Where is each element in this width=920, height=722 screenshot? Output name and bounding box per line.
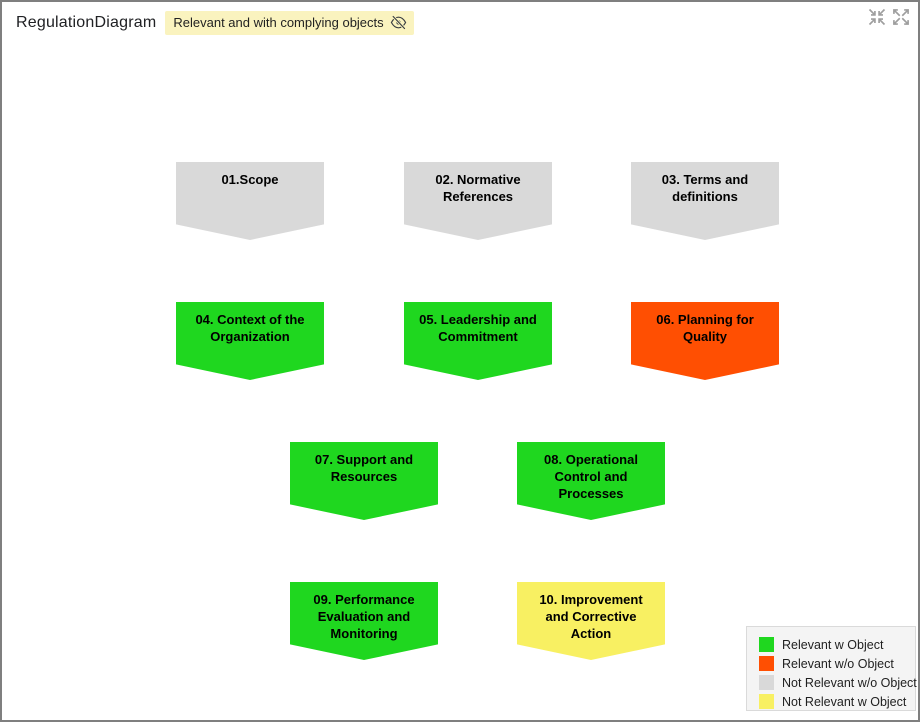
legend-label: Not Relevant w/o Object	[782, 675, 917, 690]
legend-item-not-relevant-wo-object: Not Relevant w/o Object	[759, 673, 917, 692]
legend-swatch-yellow	[759, 694, 774, 709]
filter-badge-label: Relevant and with complying objects	[173, 15, 384, 30]
node-label: 05. Leadership and Commitment	[419, 312, 537, 344]
node-label: 03. Terms and definitions	[661, 172, 749, 204]
filter-badge: Relevant and with complying objects	[165, 11, 414, 35]
chevron-node-02-normative-references[interactable]: 02. Normative References	[404, 162, 552, 240]
chevron-node-08-operational-control[interactable]: 08. Operational Control and Processes	[517, 442, 665, 520]
legend-item-relevant-wo-object: Relevant w/o Object	[759, 654, 909, 673]
legend: Relevant w Object Relevant w/o Object No…	[746, 626, 917, 711]
chevron-node-01-scope[interactable]: 01.Scope	[176, 162, 324, 240]
node-label: 01.Scope	[221, 172, 279, 187]
legend-item-not-relevant-w-object: Not Relevant w Object	[759, 692, 909, 711]
chevron-node-10-improvement-corrective[interactable]: 10. Improvement and Corrective Action	[517, 582, 665, 660]
legend-label: Relevant w/o Object	[782, 656, 894, 671]
expand-icon[interactable]	[890, 6, 912, 28]
node-label: 02. Normative References	[435, 172, 521, 204]
legend-swatch-green	[759, 637, 774, 652]
node-label: 04. Context of the Organization	[195, 312, 305, 344]
node-label: 06. Planning for Quality	[656, 312, 754, 344]
chevron-node-05-leadership-commitment[interactable]: 05. Leadership and Commitment	[404, 302, 552, 380]
node-label: 09. Performance Evaluation and Monitorin…	[313, 592, 415, 641]
chevron-node-06-planning-quality[interactable]: 06. Planning for Quality	[631, 302, 779, 380]
window-controls	[866, 6, 912, 28]
legend-item-relevant-w-object: Relevant w Object	[759, 635, 909, 654]
header: RegulationDiagram Relevant and with comp…	[16, 11, 414, 35]
legend-swatch-gray	[759, 675, 774, 690]
eye-off-icon[interactable]	[390, 14, 407, 31]
collapse-icon[interactable]	[866, 6, 888, 28]
legend-label: Not Relevant w Object	[782, 694, 907, 709]
legend-label: Relevant w Object	[782, 637, 884, 652]
node-label: 08. Operational Control and Processes	[544, 452, 638, 501]
node-label: 07. Support and Resources	[314, 452, 414, 484]
legend-swatch-orange	[759, 656, 774, 671]
page-title: RegulationDiagram	[16, 14, 157, 31]
chevron-node-03-terms-definitions[interactable]: 03. Terms and definitions	[631, 162, 779, 240]
chevron-node-04-context-organization[interactable]: 04. Context of the Organization	[176, 302, 324, 380]
chevron-node-09-performance-evaluation[interactable]: 09. Performance Evaluation and Monitorin…	[290, 582, 438, 660]
chevron-node-07-support-resources[interactable]: 07. Support and Resources	[290, 442, 438, 520]
node-label: 10. Improvement and Corrective Action	[539, 592, 643, 641]
